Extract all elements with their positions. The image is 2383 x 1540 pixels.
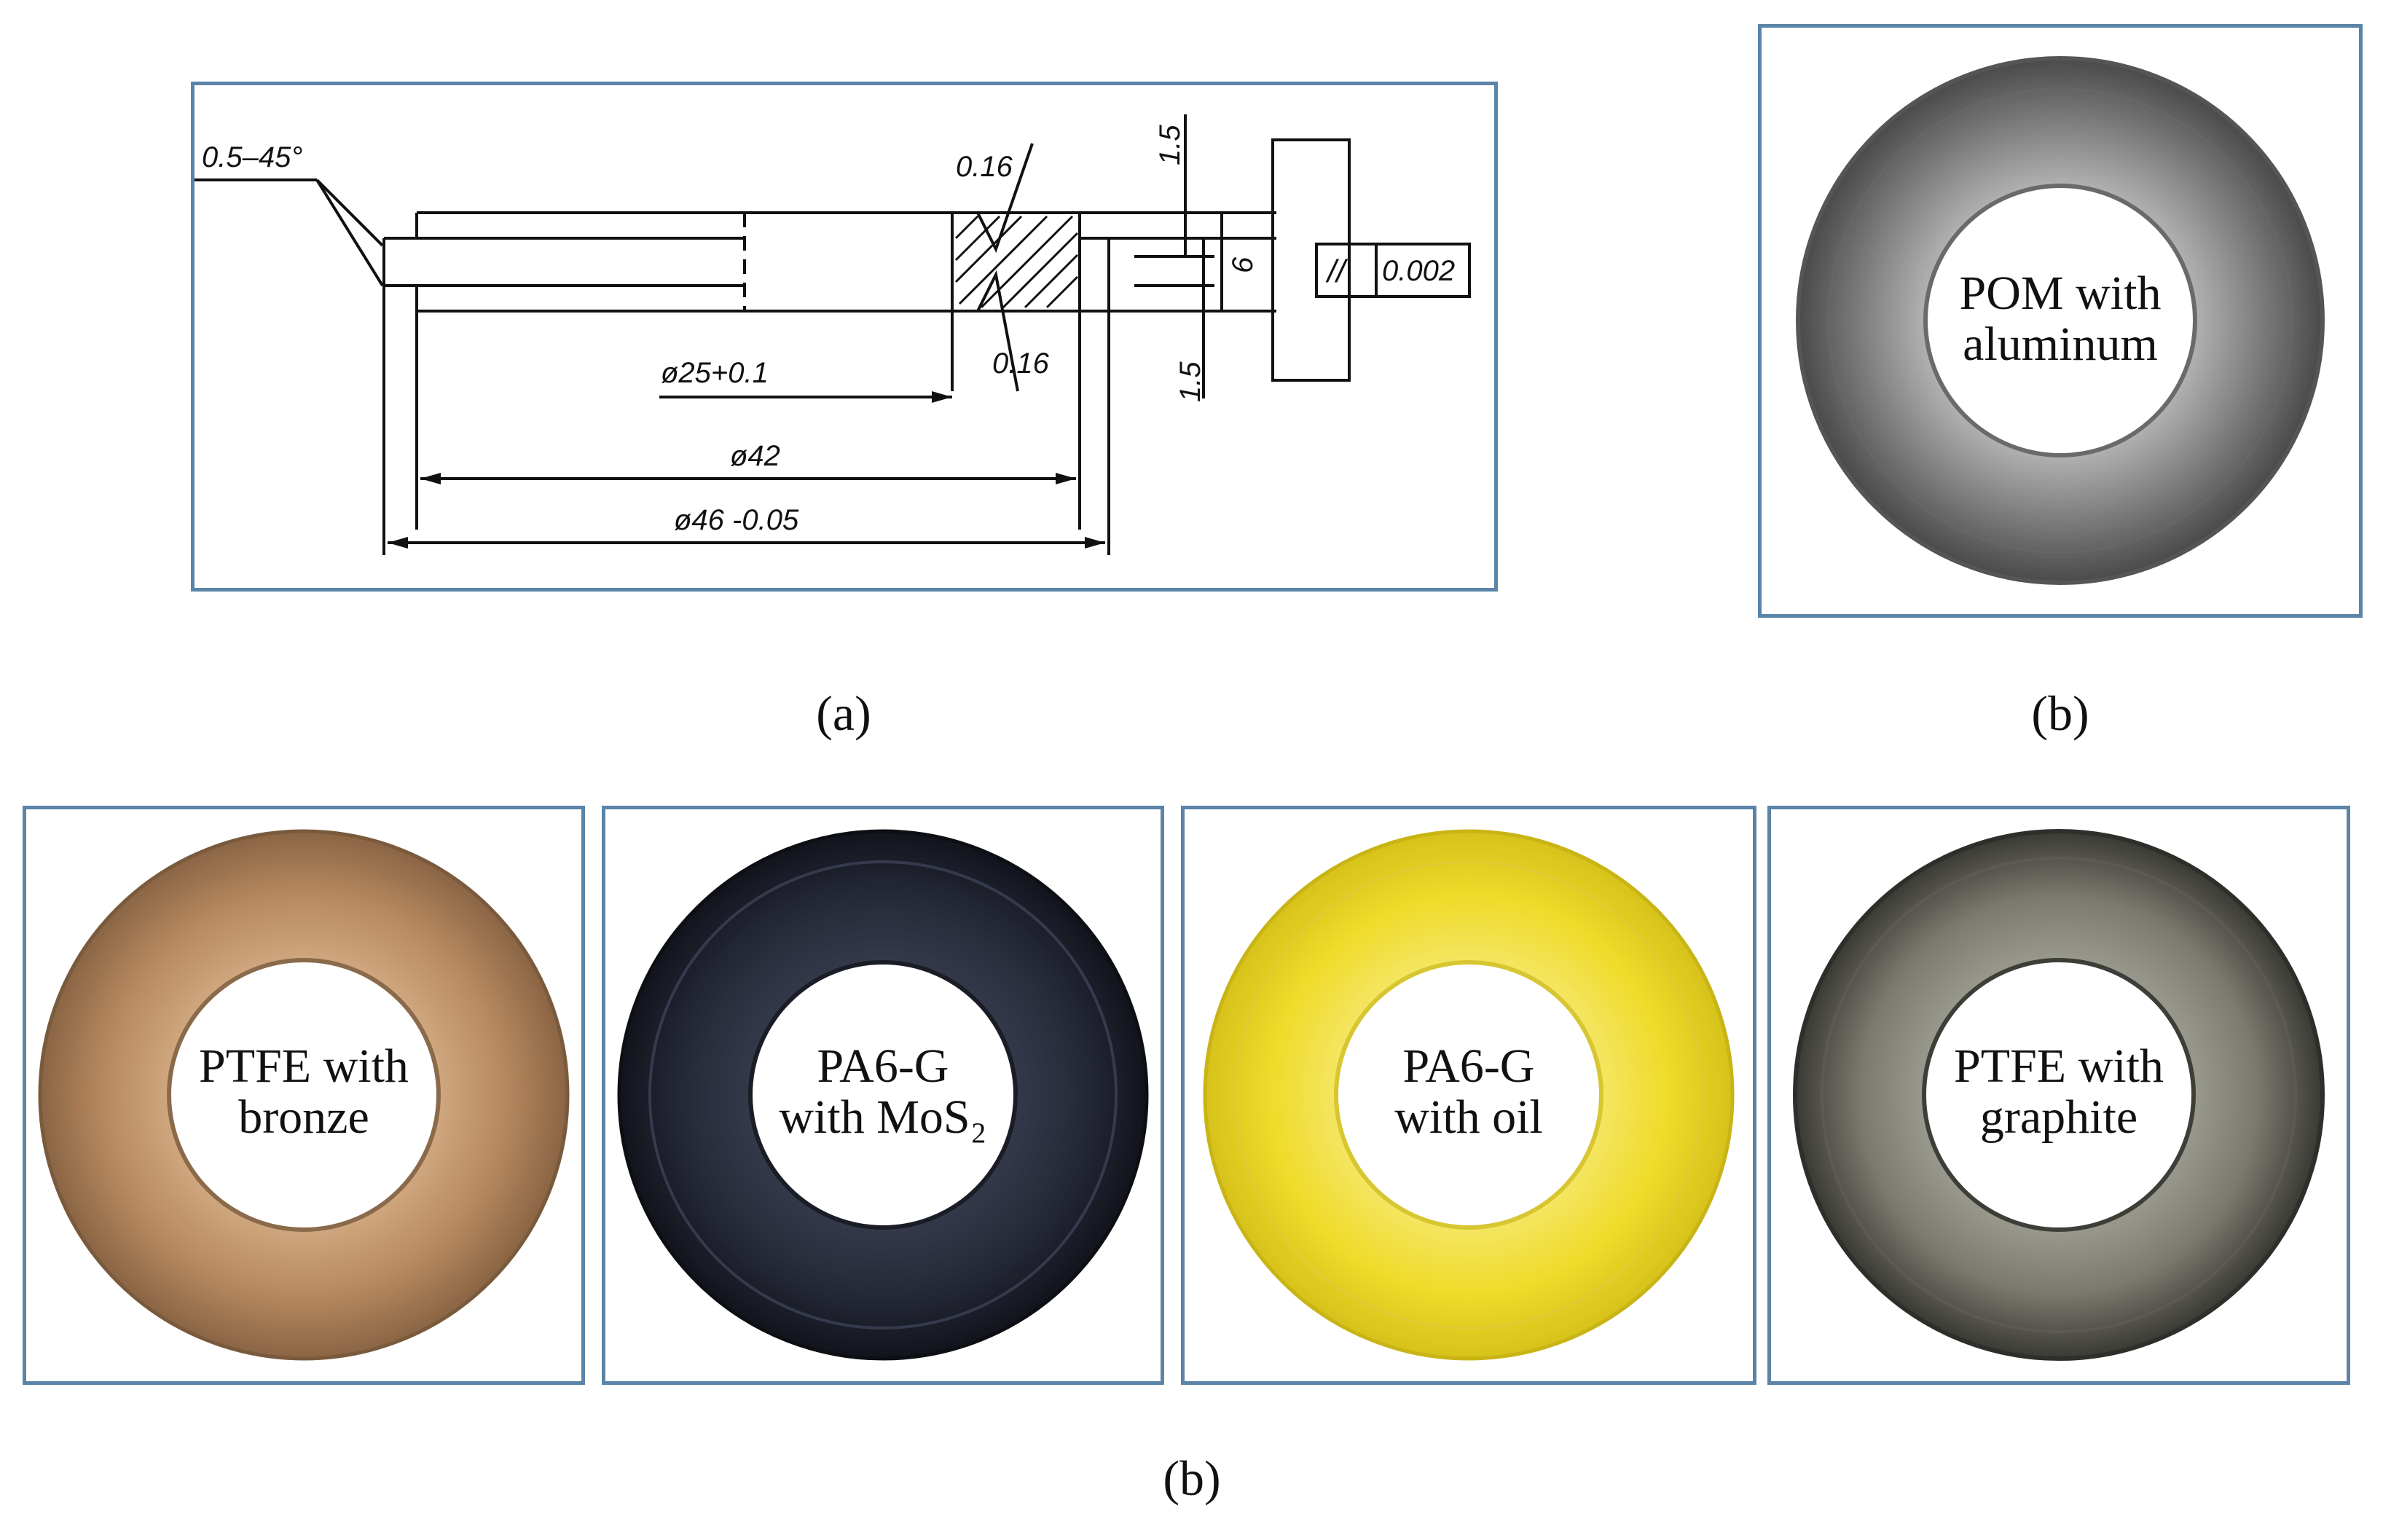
- caption-b-bottom: (b): [1163, 1450, 1221, 1506]
- roughness-top-label: 0.16: [956, 151, 1013, 183]
- caption-a: (a): [816, 685, 871, 741]
- dim-d25: ø25+0.1: [661, 357, 769, 389]
- ring-photo-pa6g-oil: [1203, 829, 1735, 1361]
- ring-photo-ptfe-bronze: [38, 829, 570, 1361]
- dim-d46: ø46 -0.05: [674, 504, 799, 536]
- parallelism-value: 0.002: [1382, 255, 1455, 287]
- dim-d42: ø42: [730, 440, 780, 472]
- parallelism-symbol: //: [1325, 254, 1348, 289]
- roughness-bottom-label: 0.16: [992, 347, 1050, 380]
- ring-photo-pom-aluminum: [1796, 56, 2325, 585]
- ring-photo-pa6g-mos2: [617, 829, 1149, 1361]
- chamfer-label: 0.5–45°: [202, 141, 302, 173]
- dim-height: 6: [1227, 256, 1259, 273]
- dim-thickness-top: 1.5: [1154, 125, 1186, 165]
- technical-drawing-panel: 0.5–45° 0.16 0.16 1.5 1.5 6 // 0.002 ø25…: [191, 82, 1498, 592]
- caption-b-top: (b): [2031, 685, 2089, 741]
- dim-thickness-bottom: 1.5: [1174, 361, 1206, 402]
- ring-photo-ptfe-graphite: [1793, 829, 2325, 1361]
- seal-ring-drawing: 0.5–45° 0.16 0.16 1.5 1.5 6 // 0.002 ø25…: [195, 114, 1471, 555]
